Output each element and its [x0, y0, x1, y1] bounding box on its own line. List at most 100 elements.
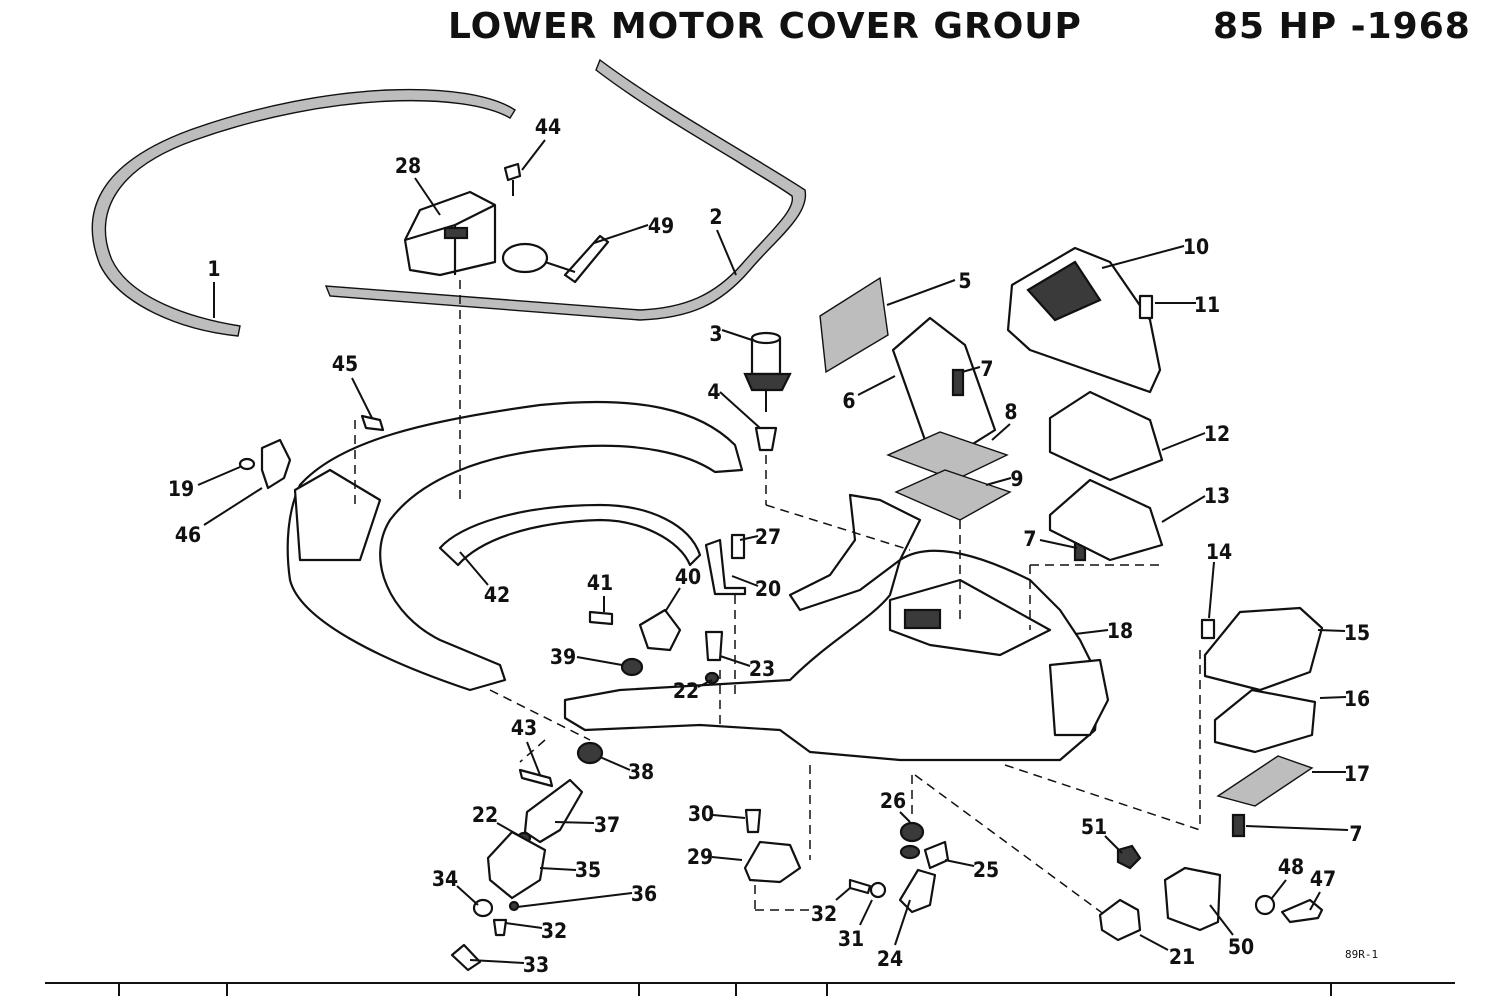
assembly-line-4b: [765, 504, 911, 551]
part-3-grommet: [743, 331, 792, 412]
leader-line: [539, 867, 577, 871]
callout-c44: 44: [521, 115, 561, 171]
leader-line: [593, 224, 649, 244]
part-24-bracket: [898, 868, 937, 914]
callout-number: 14: [1206, 540, 1232, 564]
callout-c41: 41: [587, 571, 613, 612]
part-39-washer: [620, 657, 644, 677]
callout-number: 17: [1344, 762, 1370, 786]
leader-line: [1139, 934, 1169, 951]
callout-number: 42: [484, 583, 510, 607]
callout-c34: 34: [432, 867, 479, 906]
callout-c2: 2: [709, 205, 737, 276]
part-10-cover: [1006, 246, 1162, 394]
part-11-screw: [1138, 294, 1154, 320]
callout-number: 24: [877, 947, 903, 971]
leader-line: [1209, 904, 1234, 936]
callout-c22b: 22: [472, 803, 521, 837]
callout-number: 5: [958, 269, 971, 293]
leader-line: [1245, 825, 1349, 831]
callout-c27: 27: [739, 525, 781, 549]
model-label: 85 HP -1968: [1213, 6, 1471, 47]
part-38-bushing: [576, 741, 604, 765]
callout-number: 18: [1107, 619, 1133, 643]
callout-c38: 38: [599, 756, 654, 784]
callout-number: 15: [1344, 621, 1370, 645]
part-35-bracket: [486, 830, 547, 900]
leader-line: [859, 899, 873, 926]
callout-c32a: 32: [811, 887, 851, 926]
leader-line: [516, 892, 633, 908]
assembly-line-21: [914, 774, 1106, 916]
callout-c50: 50: [1209, 904, 1254, 959]
callout-c24: 24: [877, 899, 911, 971]
leader-line: [985, 477, 1012, 486]
callout-c47: 47: [1309, 867, 1336, 911]
callout-c26: 26: [880, 789, 911, 823]
callout-c49: 49: [593, 214, 674, 244]
callout-c14: 14: [1206, 540, 1232, 619]
callout-c42: 42: [459, 551, 510, 607]
part-20-bracket: [704, 538, 747, 596]
leader-line: [351, 377, 373, 419]
callout-number: 22: [673, 679, 699, 703]
leader-line: [504, 922, 543, 929]
part-25-washer: [899, 844, 921, 860]
callout-c11: 11: [1155, 293, 1220, 317]
callout-c7c: 7: [1245, 822, 1363, 846]
leader-line: [1161, 495, 1206, 523]
part-42-lower-cover-left: [286, 400, 744, 692]
part-9-gasket: [894, 469, 1012, 521]
callout-number: 49: [648, 214, 674, 238]
part-14-screw: [1200, 618, 1216, 640]
leader-line: [944, 859, 975, 867]
leader-line: [1317, 629, 1346, 632]
callout-c16: 16: [1319, 687, 1370, 711]
callout-c40: 40: [664, 565, 701, 613]
part-34-washer: [472, 898, 494, 918]
part-47-bolt: [1280, 898, 1324, 924]
part-17-plate: [1216, 755, 1314, 807]
callout-number: 50: [1228, 935, 1254, 959]
callout-c32b: 32: [504, 919, 567, 943]
assembly-line-43: [519, 739, 546, 763]
callout-number: 51: [1081, 815, 1107, 839]
callout-c15: 15: [1317, 621, 1370, 645]
callout-number: 20: [755, 577, 781, 601]
callout-number: 37: [594, 813, 620, 837]
part-29-bracket: [743, 840, 802, 884]
leader-line: [1271, 879, 1287, 899]
callout-number: 3: [709, 322, 722, 346]
callout-number: 19: [168, 477, 194, 501]
callout-c51: 51: [1081, 815, 1123, 854]
callout-c5: 5: [886, 269, 972, 306]
callout-number: 38: [628, 760, 654, 784]
leader-line: [197, 466, 241, 486]
leader-line: [1319, 696, 1347, 699]
callout-c18: 18: [1074, 619, 1133, 643]
leader-line: [554, 821, 595, 824]
leader-line: [414, 177, 441, 216]
part-28-cover-box: [403, 190, 497, 277]
callout-number: 48: [1278, 855, 1304, 879]
callout-layer: 1234567778910111213141516171819202122222…: [168, 115, 1370, 977]
callout-number: 46: [175, 523, 201, 547]
callout-c37: 37: [554, 813, 620, 837]
callout-number: 41: [587, 571, 613, 595]
leader-line: [1309, 891, 1321, 911]
leader-line: [894, 899, 911, 946]
part-23-bolt: [704, 630, 724, 662]
callout-c28: 28: [395, 154, 441, 216]
callout-c39: 39: [550, 645, 623, 669]
callout-number: 6: [842, 389, 855, 413]
part-25-clip: [923, 840, 950, 870]
callout-number: 4: [707, 380, 720, 404]
diagram-title: LOWER MOTOR COVER GROUP: [448, 6, 1082, 47]
part-30-screw: [744, 808, 762, 834]
leader-line: [456, 885, 479, 906]
callout-number: 2: [709, 205, 722, 229]
part-48-washer: [1254, 894, 1276, 916]
part-13-plate: [1048, 478, 1164, 562]
callout-number: 8: [1004, 400, 1017, 424]
